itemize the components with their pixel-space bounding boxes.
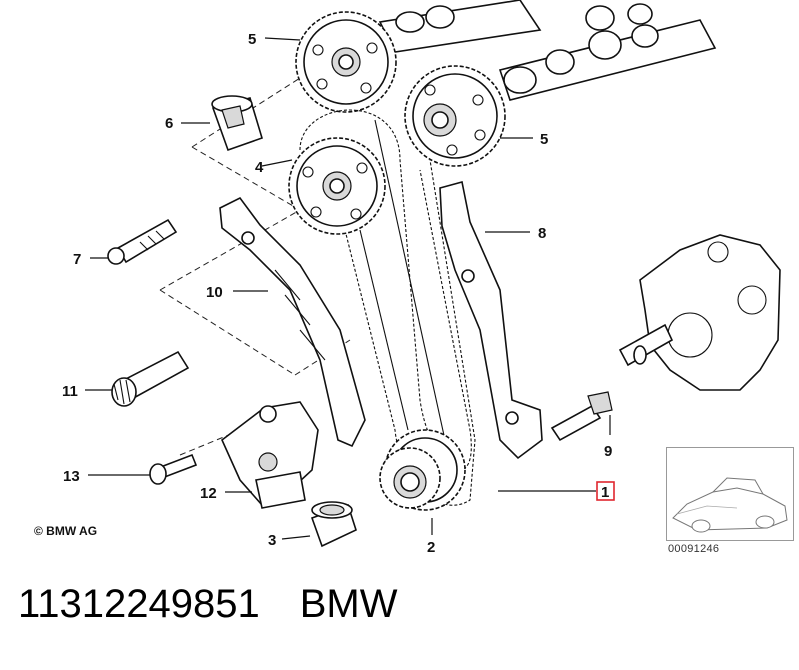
tensioner-rail [219,196,366,448]
high-pressure-pump [618,234,781,391]
chain-tensioner [221,401,319,509]
callout-number: 4 [255,159,264,176]
callout-number: 12 [200,485,217,502]
callout-number: 3 [268,532,276,549]
timing-chain [374,119,446,441]
callout-number: 9 [604,443,612,460]
camshaft-upper [378,0,653,53]
leader-line [264,37,301,41]
camshaft-sprocket-upper [295,11,397,113]
intermediate-sprocket [288,137,386,235]
highlight-box [596,481,615,501]
callout-number: 11 [62,383,78,400]
callout-number: 2 [427,539,435,556]
callout-number: 6 [165,115,173,132]
timing-chain [359,229,409,431]
part-caption: 11312249851 BMW [18,582,398,627]
callout-number: 8 [538,225,546,242]
callout-number: 13 [63,468,80,485]
camshaft-sprocket-right [404,65,506,167]
assembly-dashed-line [191,146,301,211]
bolt-part [107,218,178,265]
leader-line [281,535,311,540]
guide-rail [439,181,543,460]
callout-number: 7 [73,251,81,268]
assembly-dashed-line [159,209,301,291]
timing-chain [299,109,472,471]
assembly-dashed-line [159,289,296,376]
part-number: 11312249851 [18,582,260,626]
callout-number: 10 [206,284,223,301]
brand-name: BMW [299,582,398,626]
car-outline-icon [672,477,788,533]
copyright-notice: © BMW AG [34,524,98,538]
diagram-reference-code: 00091246 [668,543,720,555]
tensioner-bolt [149,453,198,485]
guide-bolt [111,350,190,407]
callout-number: 5 [540,131,548,148]
vehicle-thumbnail [666,447,794,541]
crankshaft-sprocket [379,429,466,511]
sleeve-part [211,95,263,152]
bushing-part [310,501,357,548]
camshaft-lower [498,19,717,101]
leader-line [261,159,293,167]
timing-chain-exploded-diagram: 5 6 4 5 7 8 10 11 9 13 12 1 3 2 [62,0,781,556]
timing-chain [344,159,476,506]
assembly-dashed-line [179,419,266,456]
rail-bolt [550,391,613,442]
callout-number: 1 [601,484,609,501]
callout-number: 5 [248,31,256,48]
